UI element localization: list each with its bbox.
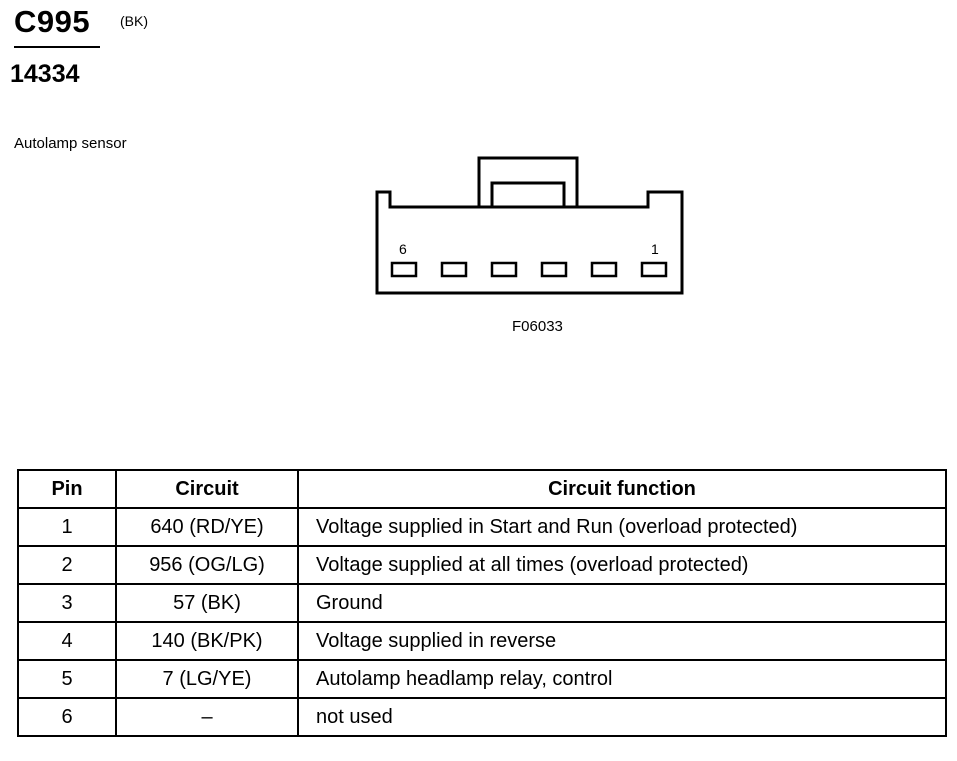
function-cell: Autolamp headlamp relay, control: [297, 659, 947, 699]
pin-cavity-5: [440, 261, 468, 278]
table-row: 2 956 (OG/LG) Voltage supplied at all ti…: [17, 545, 947, 585]
pin-cell: 3: [17, 583, 117, 623]
header-circuit-function: Circuit function: [297, 469, 947, 509]
circuit-cell: –: [115, 697, 299, 737]
pin-cavity-3: [540, 261, 568, 278]
pin-cell: 6: [17, 697, 117, 737]
function-cell: Ground: [297, 583, 947, 623]
locking-tab-inner: [490, 181, 566, 207]
function-cell: Voltage supplied in reverse: [297, 621, 947, 661]
connector-description: Autolamp sensor: [14, 135, 127, 152]
connector-color: (BK): [120, 13, 148, 29]
circuit-cell: 956 (OG/LG): [115, 545, 299, 585]
header-circuit: Circuit: [115, 469, 299, 509]
pin-cavity-6: [390, 261, 418, 278]
pin-label-6: 6: [399, 241, 407, 257]
table-row: 4 140 (BK/PK) Voltage supplied in revers…: [17, 621, 947, 661]
pin-cell: 2: [17, 545, 117, 585]
figure-id: F06033: [512, 318, 563, 335]
locking-tab: [477, 156, 579, 207]
pin-cell: 4: [17, 621, 117, 661]
circuit-cell: 640 (RD/YE): [115, 507, 299, 547]
pinout-table: Pin Circuit Circuit function 1 640 (RD/Y…: [17, 469, 947, 737]
table-row: 1 640 (RD/YE) Voltage supplied in Start …: [17, 507, 947, 547]
pin-cavity-2: [590, 261, 618, 278]
pin-label-1: 1: [651, 241, 659, 257]
function-cell: not used: [297, 697, 947, 737]
circuit-cell: 140 (BK/PK): [115, 621, 299, 661]
header-pin: Pin: [17, 469, 117, 509]
connector-id-underline: [14, 46, 100, 48]
table-row: 6 – not used: [17, 697, 947, 737]
function-cell: Voltage supplied at all times (overload …: [297, 545, 947, 585]
pin-cavity-1: [640, 261, 668, 278]
table-row: 5 7 (LG/YE) Autolamp headlamp relay, con…: [17, 659, 947, 699]
circuit-cell: 57 (BK): [115, 583, 299, 623]
connector-face-diagram: 6 1: [375, 156, 684, 295]
pin-cell: 1: [17, 507, 117, 547]
function-cell: Voltage supplied in Start and Run (overl…: [297, 507, 947, 547]
pin-cell: 5: [17, 659, 117, 699]
connector-body: [375, 190, 684, 295]
pin-cavity-4: [490, 261, 518, 278]
table-row: 3 57 (BK) Ground: [17, 583, 947, 623]
circuit-cell: 7 (LG/YE): [115, 659, 299, 699]
table-header-row: Pin Circuit Circuit function: [17, 469, 947, 509]
part-number: 14334: [10, 60, 80, 88]
connector-id: C995: [14, 4, 91, 39]
